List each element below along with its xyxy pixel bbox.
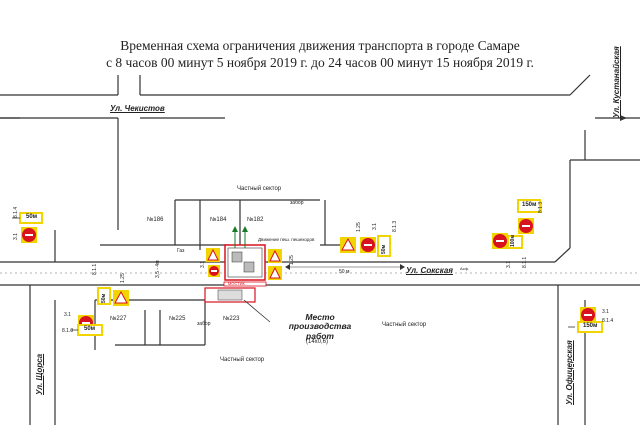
- sign-label-8-1-4-left: 8.1.4: [13, 206, 19, 218]
- building-182: №182: [247, 217, 264, 223]
- sign-label-1-25-left: 1.25: [120, 273, 126, 283]
- sign-pointers: [12, 217, 575, 331]
- dist-50m-marker: [285, 264, 405, 270]
- street-shchorsa: Ул. Щорса: [35, 353, 44, 395]
- fence-label-south: забор: [197, 321, 211, 327]
- bridge-label: МОСТИК: [228, 281, 245, 286]
- sign-label-8-1-1-right: 8.1.1: [522, 256, 528, 268]
- building-227: №227: [110, 316, 127, 322]
- fence-label-north: забор: [290, 200, 304, 206]
- sign-label-8-1-3-sw: 8.1.3: [62, 328, 74, 334]
- work-place-line-1: Место: [305, 312, 335, 322]
- street-kustanayskaya: Ул. Кустанайская: [612, 46, 621, 118]
- plate-50m-left-2: 50м: [101, 293, 107, 303]
- area-private-east: Частный сектор: [382, 322, 427, 328]
- street-sokskaya: Ул. Сокская: [406, 266, 454, 275]
- plate-150m-right: 150м: [522, 202, 537, 208]
- work-size-label: (14х0,6): [306, 339, 329, 345]
- asphalt-label: Асф.: [460, 266, 470, 271]
- building-184: №184: [210, 217, 227, 223]
- building-186: №186: [147, 217, 164, 223]
- sign-label-3-1-work: 3.1: [200, 261, 206, 268]
- gas-label: Газ: [177, 248, 185, 254]
- sign-label-3-1-sw: 3.1: [64, 312, 71, 318]
- title-line-2: с 8 часов 00 минут 5 ноября 2019 г. до 2…: [106, 55, 534, 70]
- sign-label-1-25-work: 1.25: [289, 255, 295, 265]
- distance-plates: [19, 199, 603, 336]
- work-place-label: Место производства работ: [275, 312, 365, 341]
- street-ofitserskaya: Ул. Офицерская: [565, 340, 574, 405]
- road-edges: [0, 74, 640, 425]
- building-223: №223: [223, 316, 240, 322]
- area-private-south: Частный сектор: [220, 357, 265, 363]
- plate-50m-center: 50м: [381, 244, 387, 254]
- warning-signs: [113, 237, 356, 306]
- kustanayskaya-arrow: [595, 115, 627, 121]
- sign-label-3-1-left: 3.1: [13, 233, 19, 240]
- sign-label-8-1-1-left: 8.1.1: [92, 263, 98, 275]
- title-line-1: Временная схема ограничения движения тра…: [120, 38, 520, 53]
- sign-label-8-1-4-se: 8.1.4: [602, 318, 614, 324]
- sign-label-3-1-right: 3.1: [506, 261, 512, 268]
- pedestrian-label: Движение пеш. пешеходов: [258, 237, 315, 242]
- work-place-line-2: производства работ: [288, 321, 352, 341]
- street-chekistov: Ул. Чекистов: [110, 104, 165, 113]
- sign-label-8-1-3-center: 8.1.3: [392, 220, 398, 232]
- building-225: №225: [169, 316, 186, 322]
- sign-label-3-1-se: 3.1: [602, 309, 609, 315]
- sign-label-3-1-center: 3.1: [372, 223, 378, 230]
- sign-label-8-1-3-right: 8.1.3: [538, 201, 544, 213]
- plate-100m-right: 100м: [510, 234, 516, 247]
- work-zone: [204, 226, 271, 323]
- plate-50m-left: 50м: [26, 214, 38, 220]
- distance-3-5-4m: 3,5 - 4м: [155, 260, 161, 278]
- plate-50m-sw: 50м: [84, 326, 96, 332]
- sign-label-1-25-center: 1.25: [356, 222, 362, 232]
- distance-50m: 50 м: [339, 269, 350, 275]
- area-private-north: Частный сектор: [237, 186, 282, 192]
- plate-150m-se: 150м: [583, 323, 598, 329]
